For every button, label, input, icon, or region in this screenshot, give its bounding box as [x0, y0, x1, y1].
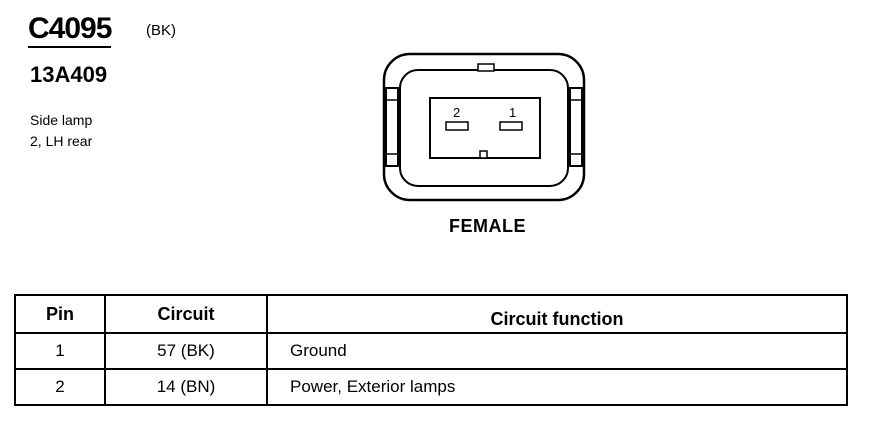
- row-function: Power, Exterior lamps: [266, 368, 848, 406]
- header-circuit: Circuit: [104, 294, 268, 334]
- table-row: 2 14 (BN) Power, Exterior lamps: [14, 368, 848, 406]
- connector-inner-housing: [399, 69, 569, 187]
- connector-gender: FEMALE: [449, 216, 526, 236]
- connector-left-rib: [385, 87, 399, 167]
- connector-latch-tab: [477, 63, 495, 72]
- connector-right-rib: [569, 87, 583, 167]
- row-pin: 2: [14, 368, 106, 406]
- connector-face-diagram: 2 1: [382, 52, 586, 202]
- pin-2-terminal: [445, 121, 469, 131]
- header-pin: Pin: [14, 294, 106, 334]
- key-notch: [479, 150, 488, 159]
- header-function: Circuit function: [266, 294, 848, 334]
- pin-table: Pin Circuit Circuit function 1 57 (BK) G…: [14, 294, 848, 406]
- pin-2-label: 2: [453, 105, 460, 120]
- connector-outer-housing: [382, 52, 586, 202]
- row-circuit: 57 (BK): [104, 332, 268, 370]
- row-pin: 1: [14, 332, 106, 370]
- connector-id: C4095: [28, 12, 112, 48]
- part-number: 13A409: [30, 62, 108, 87]
- connector-color-code: (BK): [146, 22, 176, 39]
- pin-1-label: 1: [509, 105, 516, 120]
- description-line-2: 2, LH rear: [30, 133, 93, 149]
- description-line-1: Side lamp: [30, 112, 93, 128]
- row-circuit: 14 (BN): [104, 368, 268, 406]
- pin-1-terminal: [499, 121, 523, 131]
- table-row: 1 57 (BK) Ground: [14, 332, 848, 370]
- table-header-row: Pin Circuit Circuit function: [14, 294, 848, 334]
- row-function: Ground: [266, 332, 848, 370]
